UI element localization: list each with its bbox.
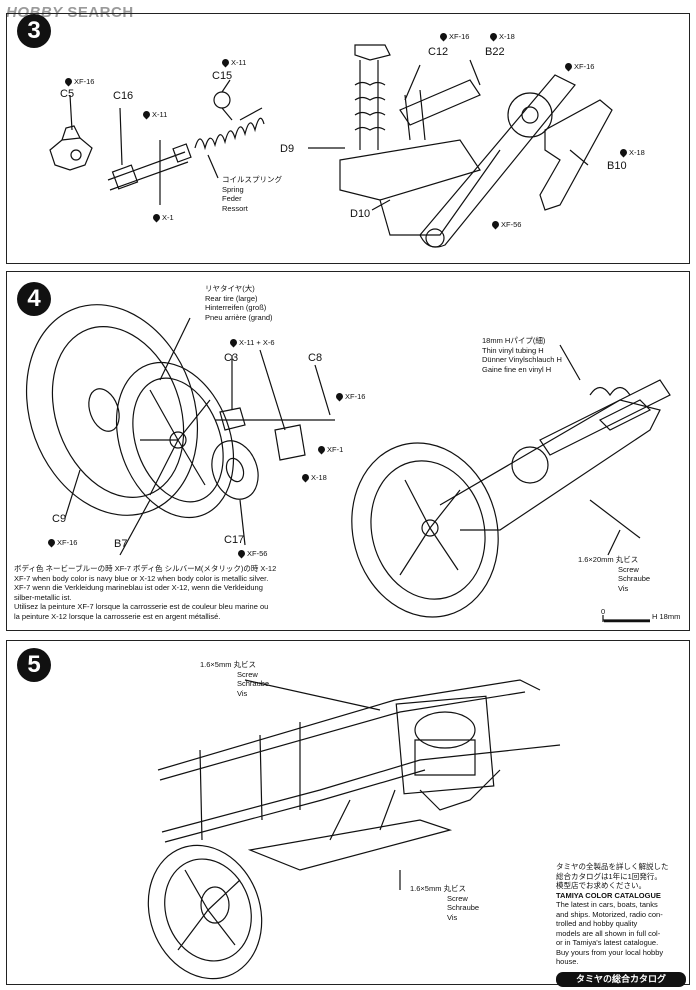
paint-c17: XF-56 (236, 548, 267, 559)
part-c17-label: C17 (224, 534, 245, 546)
paint-c15: X-11 (220, 57, 246, 68)
part-d10-label: D10 (350, 208, 371, 220)
part-c12-label: C12 (428, 46, 449, 58)
part-d9-label: D9 (280, 143, 295, 155)
screw-5mm-bottom-label: 1.6×5mm 丸ビス Screw Schraube Vis (410, 884, 480, 922)
screw-20mm-label: 1.6×20mm 丸ビス Screw Schraube Vis (578, 555, 651, 593)
step-3-number: 3 (17, 14, 51, 48)
catalogue-title: TAMIYA COLOR CATALOGUE (556, 890, 661, 900)
part-c3-label: C3 (224, 352, 239, 364)
screw-5mm-top-label: 1.6×5mm 丸ビス Screw Schraube Vis (200, 660, 270, 698)
catalogue-jp: 総合カタログは1年に1回発行。 (556, 871, 662, 881)
paint-c16: X-11 (141, 109, 167, 120)
vinyl-tubing-label: 18mm Hパイプ(細) Thin vinyl tubing H Dünner … (482, 336, 562, 374)
step-5-panel (6, 640, 690, 985)
paint-b10: X-18 (618, 147, 645, 158)
spring-label: コイルスプリング Spring Feder Ressort (222, 175, 282, 213)
catalogue-line: models are all shown in full col- (556, 928, 661, 938)
step-4-number: 4 (17, 282, 51, 316)
catalogue-line: trolled and hobby quality (556, 919, 638, 928)
catalogue-line: and ships. Motorized, radio con- (556, 909, 663, 919)
part-b22-label: B22 (485, 46, 505, 58)
watermark: HOBBY SEARCH (6, 4, 134, 21)
catalogue-jp: 模型店でお求めください。 (556, 881, 646, 890)
part-c16-label: C16 (113, 90, 134, 102)
part-c5-label: C5 (60, 88, 75, 100)
part-c9-label: C9 (52, 513, 67, 525)
step-5-number: 5 (17, 648, 51, 682)
paint-c5: XF-16 (63, 76, 94, 87)
part-c8-label: C8 (308, 352, 323, 364)
watermark-word: SEARCH (67, 4, 134, 21)
paint-c9: XF-16 (46, 537, 77, 548)
scale-zero: 0 (601, 607, 606, 616)
color-note: ボディ色 ネービーブルーの時 XF-7 ボディ色 シルバーM(メタリック)の時 … (14, 564, 277, 621)
paint-c3-x18: X-18 (300, 472, 327, 483)
catalogue-line: Buy yours from your local hobby (556, 947, 664, 957)
paint-c16-x1: X-1 (151, 212, 174, 223)
paint-c8: XF-16 (334, 391, 365, 402)
catalogue-line: or in Tamiya's latest catalogue. (556, 938, 659, 947)
paint-c12: XF-16 (438, 31, 469, 42)
rear-tire-label: リヤタイヤ(大) Rear tire (large) Hinterreifen … (205, 284, 273, 322)
catalogue-box: タミヤの全製品を詳しく解説した 総合カタログは1年に1回発行。 模型店でお求めく… (556, 862, 688, 967)
paint-c8-xf1: XF-1 (316, 444, 343, 455)
catalogue-line: The latest in cars, boats, tanks (556, 900, 658, 909)
watermark-brand: HOBBY (6, 4, 63, 21)
part-b7-label: B7 (114, 538, 128, 550)
paint-c3: X-11 + X-6 (228, 337, 275, 348)
catalogue-line: house. (556, 957, 579, 966)
step-4-panel (6, 271, 690, 631)
part-c15-label: C15 (212, 70, 233, 82)
paint-d10: XF-56 (490, 219, 521, 230)
catalogue-jp: タミヤの全製品を詳しく解説した (556, 862, 669, 871)
paint-top: XF-16 (563, 61, 594, 72)
catalogue-banner: タミヤの総合カタログ (556, 972, 686, 987)
part-b10-label: B10 (607, 160, 627, 172)
scale-label: H 18mm (652, 612, 681, 621)
paint-b22: X-18 (488, 31, 515, 42)
step-3-panel (6, 13, 690, 264)
